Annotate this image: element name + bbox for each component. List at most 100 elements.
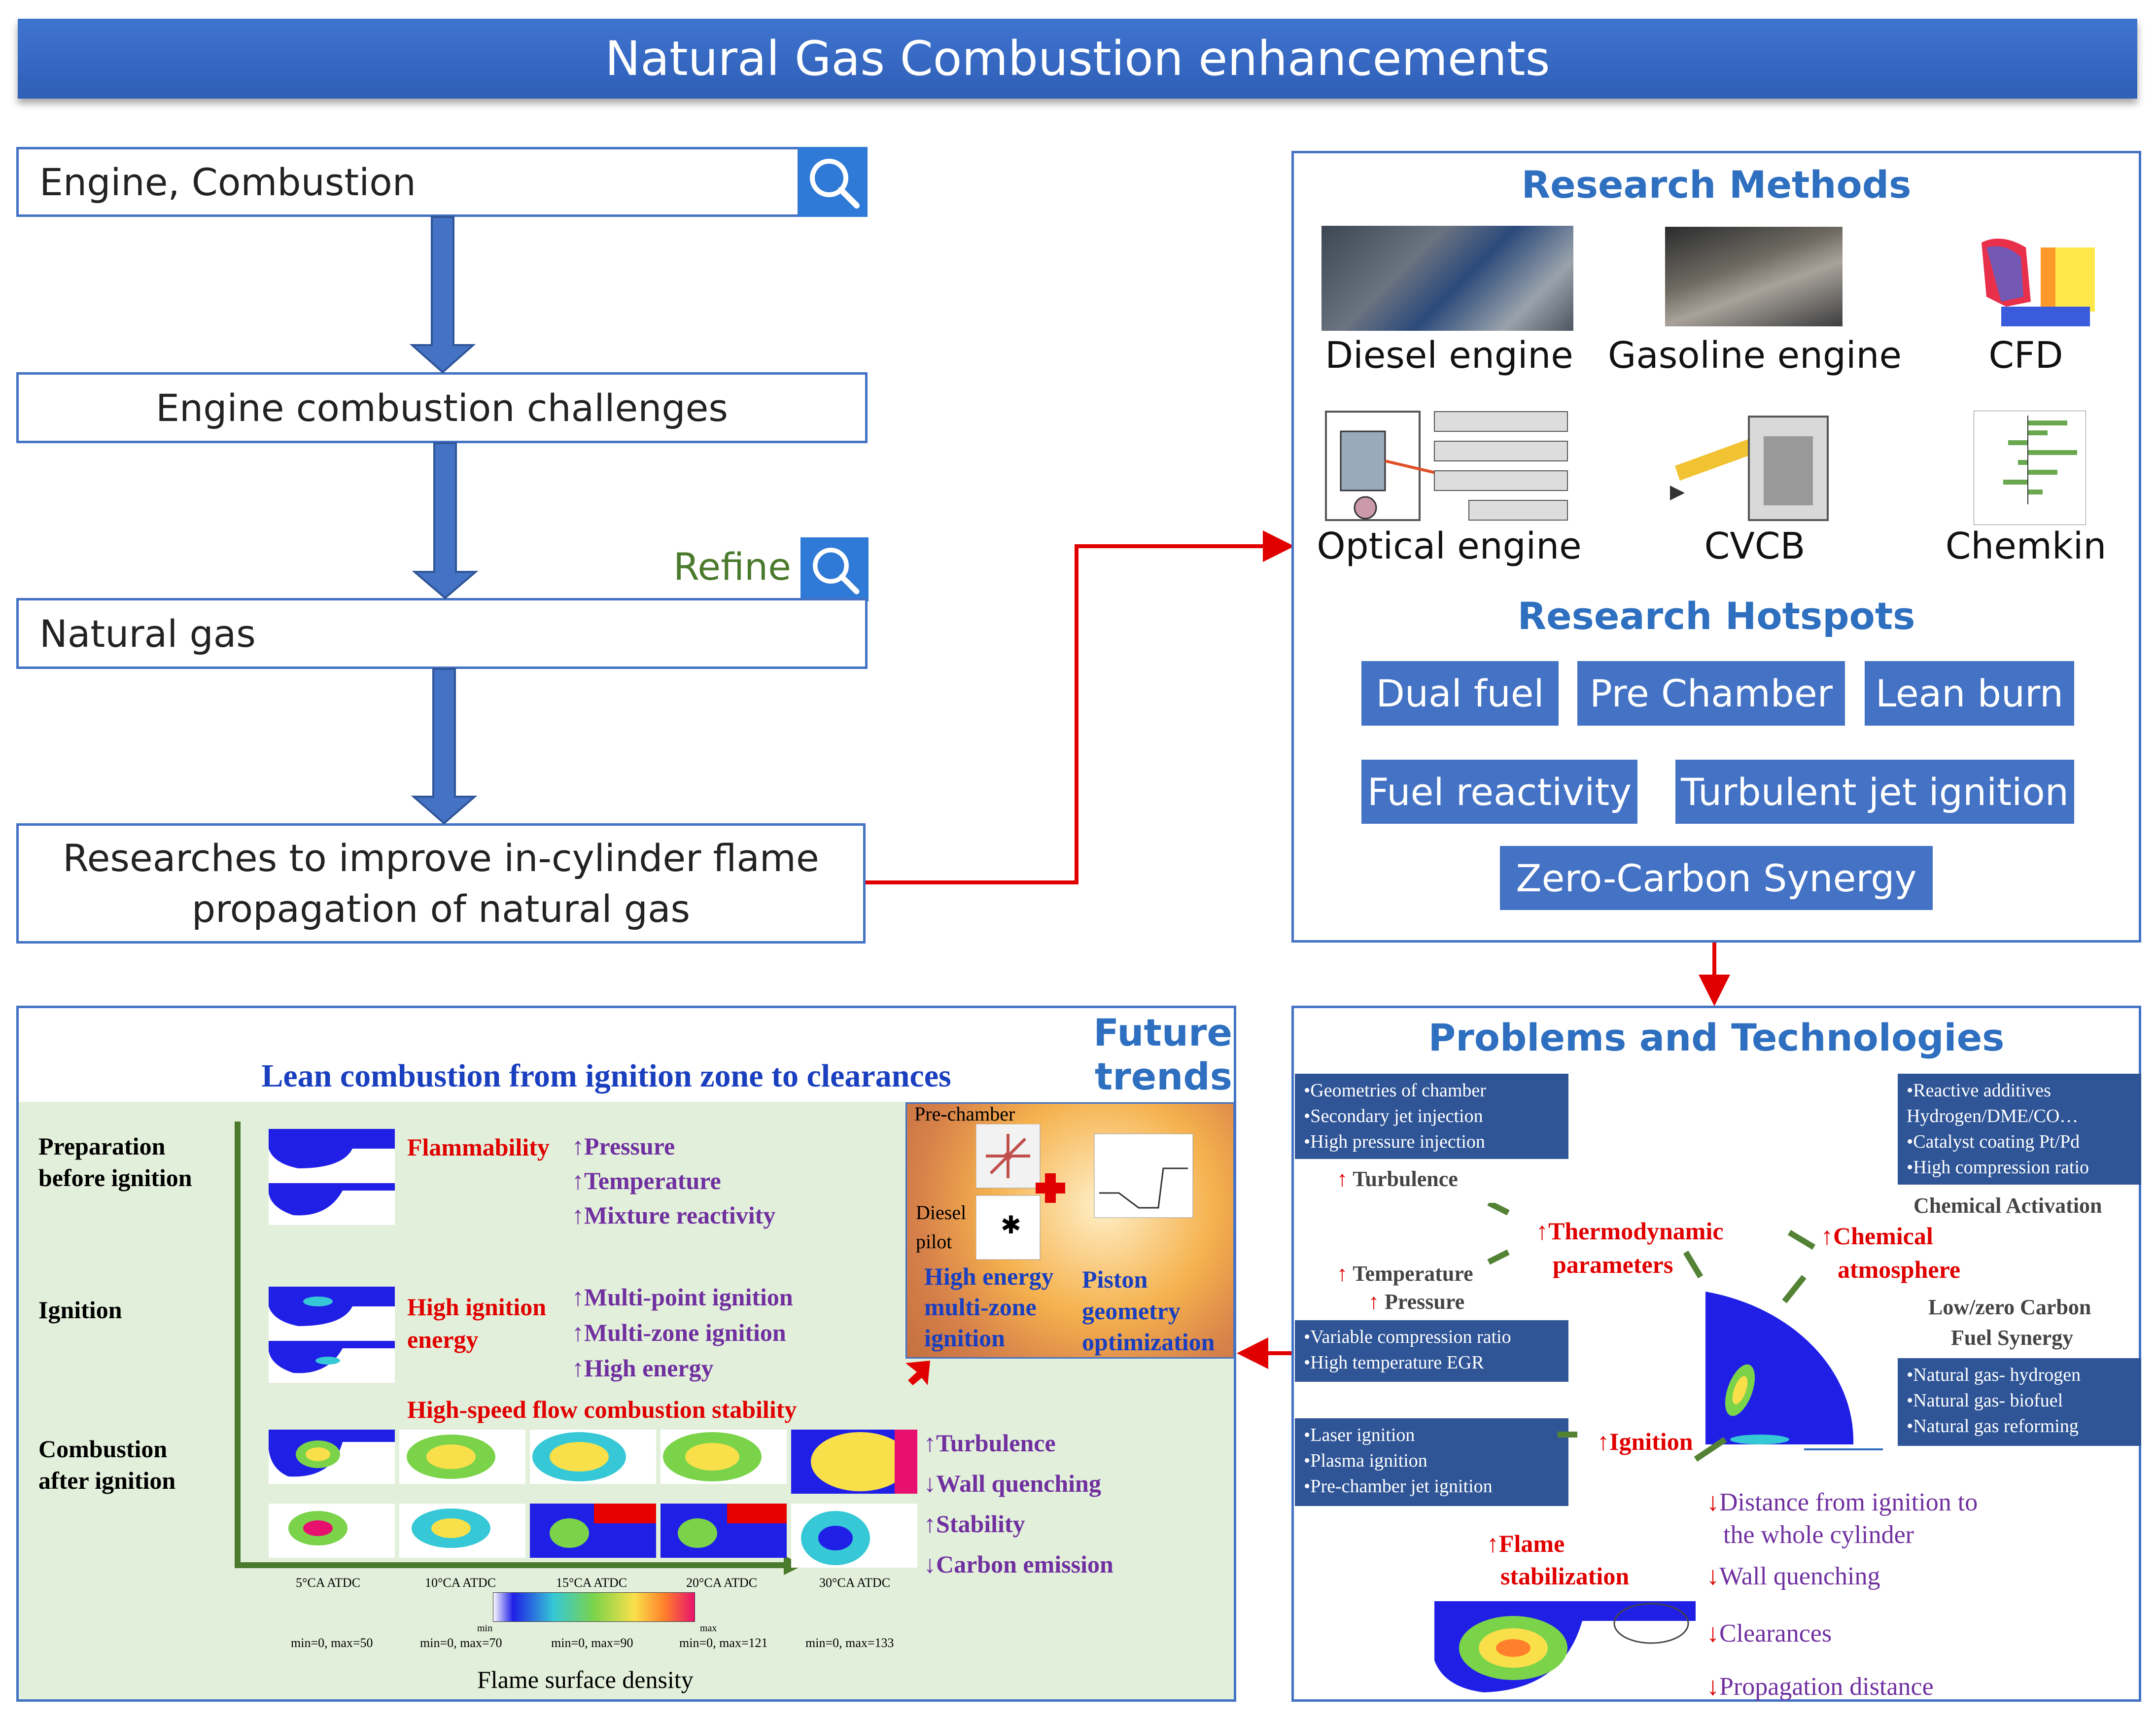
comb-text-0: Turbulence bbox=[936, 1429, 1056, 1457]
ign-item-multipoint: ↑Multi-point ignition bbox=[572, 1283, 793, 1311]
flow-step-natural-gas: Natural gas bbox=[16, 598, 868, 669]
prechamber-label: Pre-chamber bbox=[914, 1103, 1015, 1125]
ignition-label-text: Ignition bbox=[1609, 1428, 1693, 1455]
clearances-label-text: Clearances bbox=[1719, 1619, 1832, 1648]
hotspot-dual-fuel: Dual fuel bbox=[1361, 661, 1559, 726]
optical-engine-image bbox=[1321, 402, 1577, 527]
search-button[interactable] bbox=[798, 147, 868, 217]
high-ignition-label-2: energy bbox=[407, 1326, 479, 1353]
prep-item-pressure: ↑Pressure bbox=[572, 1132, 675, 1160]
flow-step-natural-gas-label: Natural gas bbox=[39, 611, 256, 656]
lowzero-label-1: Low/zero Carbon bbox=[1928, 1295, 2091, 1319]
clearances-label: ↓Clearances bbox=[1706, 1619, 1832, 1648]
minmax-5: min=0, max=133 bbox=[805, 1636, 894, 1650]
chemical-label-1-text: Chemical bbox=[1833, 1222, 1933, 1250]
temperature-label: ↑ Temperature bbox=[1337, 1262, 1473, 1286]
tech-box-thermo-line1: •Variable compression ratio bbox=[1304, 1327, 1511, 1347]
ca-label-30: 30°CA ATDC bbox=[819, 1576, 891, 1590]
wall-quenching-label-text: Wall quenching bbox=[1719, 1562, 1880, 1590]
tech-box-ignition: •Laser ignition •Plasma ignition •Pre-ch… bbox=[1295, 1418, 1568, 1506]
flame-surface-density-label: Flame surface density bbox=[477, 1666, 694, 1693]
color-scale bbox=[493, 1592, 695, 1622]
cfd-image bbox=[1982, 239, 2095, 326]
pressure-label: ↑ Pressure bbox=[1368, 1290, 1465, 1314]
hotspot-lean-burn: Lean burn bbox=[1865, 661, 2074, 726]
diesel-engine-photo bbox=[1321, 226, 1573, 331]
prep-snapshot bbox=[269, 1129, 395, 1225]
tech-box-thermo-line2: •High temperature EGR bbox=[1304, 1352, 1484, 1373]
row-label-before-ignition: before ignition bbox=[38, 1164, 192, 1192]
method-label-diesel: Diesel engine bbox=[1325, 334, 1573, 377]
search-bar[interactable]: Engine, Combustion bbox=[16, 147, 800, 217]
ca-label-15: 15°CA ATDC bbox=[556, 1576, 627, 1590]
comb-arrow-2: ↑ bbox=[924, 1510, 936, 1538]
green-arrows bbox=[1487, 1203, 1816, 1462]
diesel-label-1: Diesel bbox=[916, 1201, 967, 1224]
flow-step-researches-line1: Researches to improve in-cylinder flame bbox=[63, 836, 819, 880]
tech-box-turbulence-line2: •Secondary jet injection bbox=[1304, 1106, 1483, 1126]
flow-step-researches: Researches to improve in-cylinder flame … bbox=[16, 823, 866, 944]
search-icon bbox=[809, 159, 860, 209]
prep-item-mixture: ↑Mixture reactivity bbox=[572, 1201, 776, 1229]
ign-item-multipoint-text: Multi-point ignition bbox=[584, 1283, 793, 1311]
tech-box-fuel-synergy-line1: •Natural gas- hydrogen bbox=[1907, 1365, 2081, 1385]
prep-item-temperature-text: Temperature bbox=[584, 1167, 721, 1194]
row-label-ignition: Ignition bbox=[38, 1296, 122, 1324]
svg-text:✱: ✱ bbox=[1001, 1211, 1021, 1239]
tech-box-thermo: •Variable compression ratio •High temper… bbox=[1295, 1320, 1568, 1382]
prep-item-temperature: ↑Temperature bbox=[572, 1167, 721, 1194]
hotspot-pre-chamber: Pre Chamber bbox=[1577, 661, 1845, 726]
comb-text-3: Carbon emission bbox=[936, 1550, 1113, 1578]
thermo-label-1: ↑Thermodynamic bbox=[1536, 1217, 1724, 1245]
combustion-snapshots bbox=[269, 1430, 917, 1568]
flow-step-researches-line2: propagation of natural gas bbox=[191, 887, 691, 931]
flame-stab-label-2: stabilization bbox=[1500, 1562, 1630, 1590]
tech-box-fuel-synergy-line2: •Natural gas- biofuel bbox=[1907, 1390, 2063, 1411]
tech-box-ignition-line3: •Pre-chamber jet ignition bbox=[1304, 1476, 1493, 1497]
tech-box-chemical-line1: •Reactive additives bbox=[1907, 1080, 2051, 1101]
scale-max: max bbox=[700, 1623, 717, 1634]
high-energy-label-1: High energy bbox=[924, 1263, 1054, 1290]
ignition-label: ↑Ignition bbox=[1597, 1428, 1693, 1455]
distance-label-1-text: Distance from ignition to bbox=[1719, 1488, 1978, 1516]
prechamber-images: ✱ bbox=[976, 1124, 1193, 1260]
ca-label-5: 5°CA ATDC bbox=[296, 1576, 361, 1590]
flow-step-challenges: Engine combustion challenges bbox=[16, 372, 868, 443]
ign-item-highenergy: ↑High energy bbox=[572, 1354, 714, 1382]
scale-min: min bbox=[477, 1623, 493, 1634]
method-label-chemkin: Chemkin bbox=[1945, 525, 2107, 567]
tech-box-turbulence-line3: •High pressure injection bbox=[1304, 1131, 1485, 1152]
tech-box-fuel-synergy-line3: •Natural gas reforming bbox=[1907, 1416, 2079, 1437]
propagation-label-text: Propagation distance bbox=[1719, 1673, 1934, 1701]
comb-item-turbulence: ↑Turbulence bbox=[924, 1429, 1056, 1457]
research-methods-title: Research Methods bbox=[1521, 163, 1912, 207]
piston-label-1: Piston bbox=[1082, 1265, 1148, 1293]
minmax-4: min=0, max=121 bbox=[679, 1636, 768, 1650]
refine-search-button[interactable] bbox=[800, 537, 869, 601]
turbulence-label-text: Turbulence bbox=[1353, 1167, 1458, 1191]
tech-box-chemical-line2: Hydrogen/DME/CO… bbox=[1907, 1106, 2079, 1126]
tech-box-ignition-line2: •Plasma ignition bbox=[1304, 1450, 1427, 1471]
tech-box-chemical-line4: •High compression ratio bbox=[1907, 1157, 2089, 1178]
turbulence-label: ↑ Turbulence bbox=[1337, 1167, 1458, 1191]
ign-item-highenergy-text: High energy bbox=[584, 1354, 714, 1382]
diesel-label-2: pilot bbox=[916, 1230, 952, 1253]
minmax-2: min=0, max=70 bbox=[420, 1636, 502, 1650]
cylinder-simulation bbox=[1705, 1292, 1883, 1450]
chemkin-chart-image bbox=[1974, 411, 2086, 525]
ign-item-multizone: ↑Multi-zone ignition bbox=[572, 1319, 786, 1346]
row-label-after-ignition: after ignition bbox=[38, 1467, 176, 1494]
comb-arrow-0: ↑ bbox=[924, 1429, 936, 1457]
high-ignition-label-1: High ignition bbox=[407, 1293, 547, 1321]
tech-box-ignition-line1: •Laser ignition bbox=[1304, 1425, 1415, 1445]
thermo-label-2: parameters bbox=[1553, 1251, 1673, 1278]
tech-box-chemical-line3: •Catalyst coating Pt/Pd bbox=[1907, 1131, 2080, 1152]
future-trends-title: Future trends bbox=[1093, 1011, 1232, 1098]
chemical-label-2: atmosphere bbox=[1838, 1256, 1961, 1283]
ca-label-20: 20°CA ATDC bbox=[686, 1576, 758, 1590]
highspeed-label: High-speed flow combustion stability bbox=[407, 1396, 797, 1423]
comb-item-wall-quenching: ↓Wall quenching bbox=[924, 1469, 1101, 1498]
tech-box-turbulence-line1: •Geometries of chamber bbox=[1304, 1080, 1486, 1101]
tech-box-fuel-synergy: •Natural gas- hydrogen •Natural gas- bio… bbox=[1898, 1358, 2141, 1446]
